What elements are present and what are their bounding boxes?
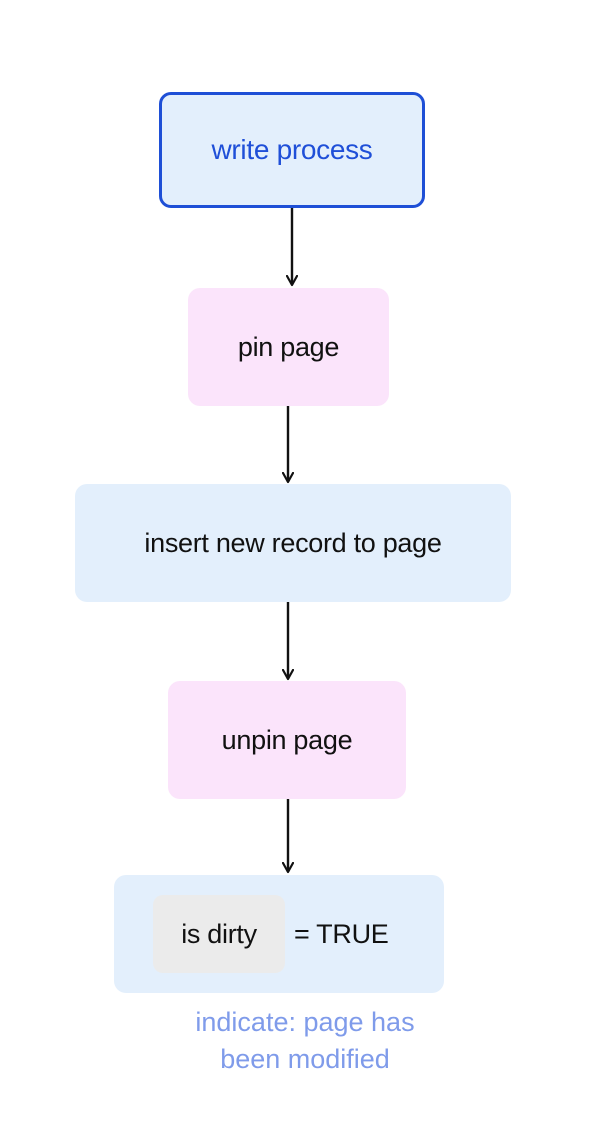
- node-insert-record: insert new record to page: [75, 484, 511, 602]
- annotation-line-2: been modified: [220, 1044, 390, 1074]
- node-unpin-page: unpin page: [168, 681, 406, 799]
- node-write-process-label: write process: [211, 134, 373, 165]
- dirty-flag-value: = TRUE: [294, 918, 389, 949]
- node-write-process: write process: [159, 92, 425, 208]
- annotation-note: indicate: page has been modified: [140, 1004, 470, 1078]
- annotation-line-1: indicate: page has: [195, 1007, 415, 1037]
- node-pin-page: pin page: [188, 288, 389, 406]
- node-insert-record-label: insert new record to page: [144, 527, 442, 558]
- dirty-flag-chip: is dirty: [153, 895, 285, 973]
- node-pin-page-label: pin page: [237, 331, 340, 362]
- dirty-flag-label: is dirty: [181, 918, 257, 949]
- node-dirty-flag: is dirty = TRUE: [114, 875, 444, 993]
- node-unpin-page-label: unpin page: [221, 724, 353, 755]
